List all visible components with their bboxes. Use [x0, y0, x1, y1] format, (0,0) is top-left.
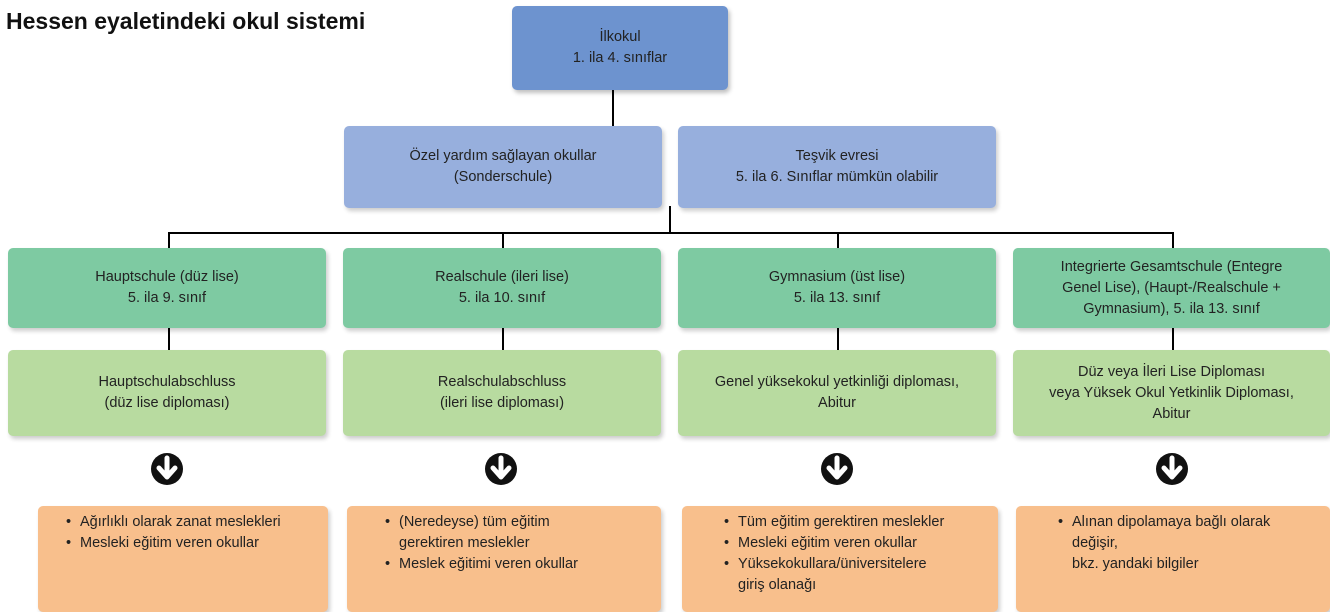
school-type-label: Hauptschule (düz lise) 5. ila 9. sınıf	[95, 269, 239, 306]
school-type-realschule: Realschule (ileri lise) 5. ila 10. sınıf	[343, 248, 661, 328]
connector-top-bar	[168, 232, 1174, 234]
school-type-gesamtschule: Integrierte Gesamtschule (Entegre Genel …	[1013, 248, 1330, 328]
connector-top-stem	[612, 90, 614, 126]
connector-school-diploma-4	[1172, 328, 1174, 350]
career-box-hauptschule: Ağırlıklı olarak zanat meslekleri Meslek…	[38, 506, 328, 612]
career-item: Mesleki eğitim veren okullar	[722, 533, 944, 554]
school-type-label: Gymnasium (üst lise) 5. ila 13. sınıf	[768, 269, 906, 306]
career-box-gesamtschule: Alınan dipolamaya bağlı olarak değişir, …	[1016, 506, 1330, 612]
orientation-stage-box: Teşvik evresi 5. ila 6. Sınıflar mümkün o…	[678, 126, 996, 208]
career-item: Yüksekokullara/üniversitelere giriş olan…	[722, 554, 944, 596]
career-list: Tüm eğitim gerektiren meslekler Mesleki …	[722, 512, 944, 596]
connector-school-diploma-1	[168, 328, 170, 350]
diploma-label: Hauptschulabschluss (düz lise diploması)	[98, 374, 236, 411]
connector-school-diploma-2	[502, 328, 504, 350]
school-type-gymnasium: Gymnasium (üst lise) 5. ila 13. sınıf	[678, 248, 996, 328]
school-type-label: Realschule (ileri lise) 5. ila 10. sınıf	[435, 269, 569, 306]
orientation-stage-label: Teşvik evresi	[795, 148, 879, 164]
arrow-down-circle-icon	[821, 453, 853, 485]
page-title: Hessen eyaletindeki okul sistemi	[6, 8, 366, 34]
school-type-label: Integrierte Gesamtschule (Entegre Genel …	[1060, 258, 1283, 317]
career-list: Alınan dipolamaya bağlı olarak değişir, …	[1056, 512, 1270, 575]
career-box-gymnasium: Tüm eğitim gerektiren meslekler Mesleki …	[682, 506, 998, 612]
career-item: (Neredeyse) tüm eğitim gerektiren meslek…	[383, 512, 578, 554]
diploma-label: Düz veya İleri Lise Diploması veya Yükse…	[1049, 363, 1294, 422]
diploma-gesamtschule: Düz veya İleri Lise Diploması veya Yükse…	[1013, 350, 1330, 436]
special-needs-school-label: Özel yardım sağlayan okullar	[409, 148, 597, 164]
primary-school-label: İlkokul	[599, 29, 641, 45]
orientation-stage-sublabel: 5. ila 6. Sınıflar mümkün olabilir	[735, 169, 939, 185]
connector-drop-3	[837, 232, 839, 248]
career-item: Ağırlıklı olarak zanat meslekleri	[64, 512, 281, 533]
connector-drop-1	[168, 232, 170, 248]
connector-drop-4	[1172, 232, 1174, 248]
career-list: (Neredeyse) tüm eğitim gerektiren meslek…	[383, 512, 578, 575]
arrow-down-circle-icon	[1156, 453, 1188, 485]
arrow-down-circle-icon	[485, 453, 517, 485]
connector-drop-2	[502, 232, 504, 248]
connector-school-diploma-3	[837, 328, 839, 350]
career-item: Meslek eğitimi veren okullar	[383, 554, 578, 575]
diploma-realschule: Realschulabschluss (ileri lise diploması…	[343, 350, 661, 436]
career-list: Ağırlıklı olarak zanat meslekleri Meslek…	[64, 512, 281, 554]
career-item: Tüm eğitim gerektiren meslekler	[722, 512, 944, 533]
career-item: Mesleki eğitim veren okullar	[64, 533, 281, 554]
school-type-hauptschule: Hauptschule (düz lise) 5. ila 9. sınıf	[8, 248, 326, 328]
primary-school-box: İlkokul 1. ila 4. sınıflar	[512, 6, 728, 90]
connector-center-stem	[669, 206, 671, 234]
diploma-label: Realschulabschluss (ileri lise diploması…	[437, 374, 567, 411]
career-item: Alınan dipolamaya bağlı olarak değişir, …	[1056, 512, 1270, 575]
diploma-gymnasium: Genel yüksekokul yetkinliği diploması, A…	[678, 350, 996, 436]
arrow-down-circle-icon	[151, 453, 183, 485]
diploma-label: Genel yüksekokul yetkinliği diploması, A…	[714, 374, 960, 411]
special-needs-school-box: Özel yardım sağlayan okullar (Sonderschul…	[344, 126, 662, 208]
diploma-hauptschule: Hauptschulabschluss (düz lise diploması)	[8, 350, 326, 436]
career-box-realschule: (Neredeyse) tüm eğitim gerektiren meslek…	[347, 506, 661, 612]
primary-school-grades: 1. ila 4. sınıflar	[572, 50, 668, 66]
special-needs-school-sublabel: (Sonderschule)	[453, 169, 553, 185]
